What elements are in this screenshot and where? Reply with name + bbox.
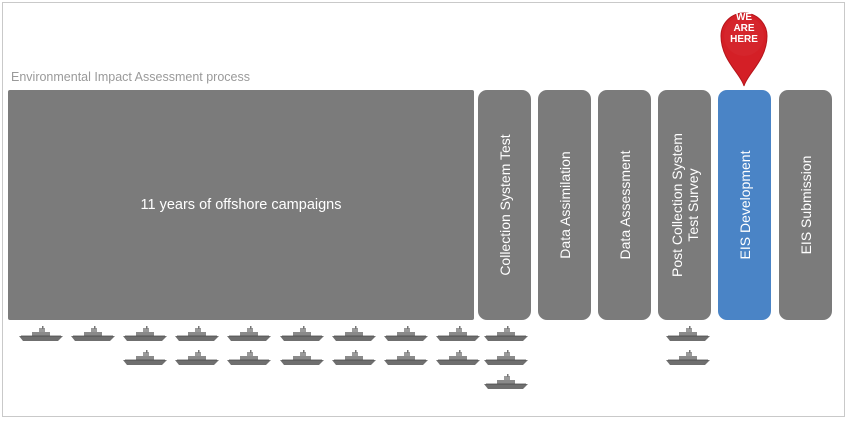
campaign-block: 11 years of offshore campaigns [8, 90, 474, 320]
ship-icon [482, 350, 530, 366]
ship-icon [330, 350, 378, 366]
stage-label: Post Collection System Test Survey [668, 133, 701, 277]
stage-eis-development: EIS Development [718, 90, 771, 320]
ship-icon [434, 326, 482, 342]
stage-label: EIS Development [736, 150, 753, 260]
ship-icon [225, 326, 273, 342]
ship-icon [434, 350, 482, 366]
stage-label: Collection System Test [496, 134, 513, 276]
stage-collection-system-test: Collection System Test [478, 90, 531, 320]
ship-icon [382, 350, 430, 366]
stage-data-assimilation: Data Assimilation [538, 90, 591, 320]
ship-icon [482, 374, 530, 390]
marker-label: WE ARE HERE [716, 12, 772, 45]
stage-label: EIS Submission [797, 155, 814, 255]
ship-icon [17, 326, 65, 342]
stage-label: Data Assimilation [556, 151, 573, 259]
ship-icon [69, 326, 117, 342]
ship-icon [482, 326, 530, 342]
stage-eis-submission: EIS Submission [779, 90, 832, 320]
ship-icon [278, 350, 326, 366]
ship-icon [121, 350, 169, 366]
map-pin-icon [720, 12, 768, 87]
stage-label: Data Assessment [616, 150, 633, 260]
ship-icon [225, 350, 273, 366]
stage-post-collection-survey: Post Collection System Test Survey [658, 90, 711, 320]
ship-icon [330, 326, 378, 342]
campaign-label: 11 years of offshore campaigns [140, 197, 342, 213]
ship-icon [664, 326, 712, 342]
marker-line: WE [735, 12, 753, 23]
ship-icon [664, 350, 712, 366]
ship-icon [173, 326, 221, 342]
stage-data-assessment: Data Assessment [598, 90, 651, 320]
ship-icon [121, 326, 169, 342]
process-title: Environmental Impact Assessment process [11, 70, 250, 84]
marker-line: ARE [733, 23, 755, 34]
ship-icon [278, 326, 326, 342]
marker-line: HERE [730, 34, 758, 45]
ship-icon [382, 326, 430, 342]
ship-icon [173, 350, 221, 366]
